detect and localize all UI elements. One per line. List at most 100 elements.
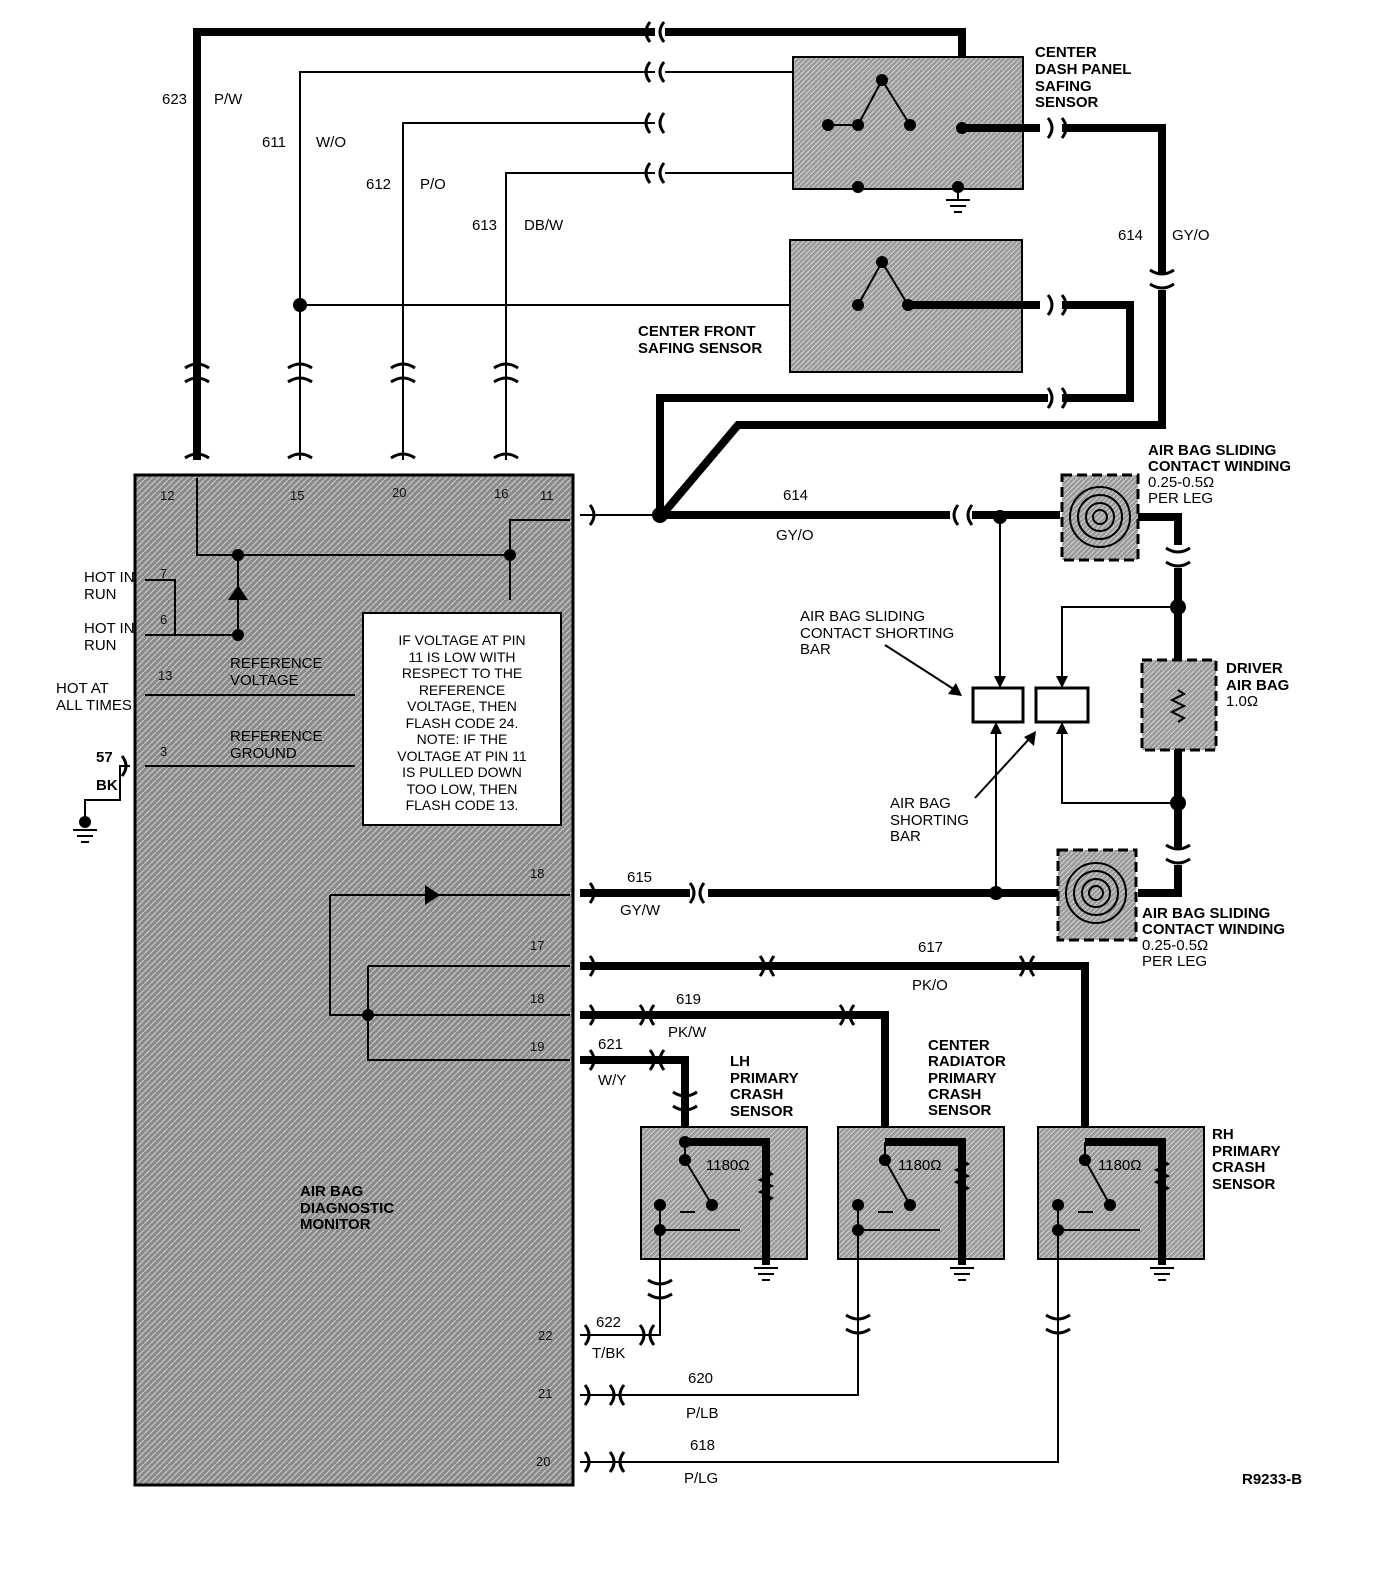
lh-sensor-label-1: LH — [730, 1053, 750, 1070]
pin-17: 17 — [530, 938, 544, 953]
note-line: FLASH CODE 24. — [405, 714, 519, 731]
wire-613-num: 613 — [472, 217, 497, 234]
monitor-label-3: MONITOR — [300, 1216, 371, 1233]
shorting-bar-arrows — [948, 676, 1068, 746]
rh-sensor-label-1: RH — [1212, 1126, 1234, 1143]
winding-top-label-2: CONTACT WINDING — [1148, 458, 1291, 475]
wire-614b-color: GY/O — [776, 527, 814, 544]
wire-cf-loop — [1062, 301, 1134, 402]
note-line: RESPECT TO THE — [401, 665, 523, 681]
wire-619 — [580, 1011, 889, 1135]
note-line: FLASH CODE 13. — [405, 797, 519, 813]
center-front-label-2: SAFING SENSOR — [638, 340, 762, 357]
connector-621 — [588, 1049, 698, 1112]
rh-sensor-label-2: PRIMARY — [1212, 1143, 1281, 1160]
driver-airbag-box — [1140, 658, 1218, 752]
pin-20: 20 — [392, 485, 406, 500]
hot-run-1-line1: HOT IN — [84, 569, 135, 586]
rh-crash-sensor — [1037, 1126, 1205, 1281]
wire-612-num: 612 — [366, 176, 391, 193]
pin-21: 21 — [538, 1386, 552, 1401]
wire-621-color: W/Y — [598, 1072, 626, 1089]
driver-airbag-resistor — [1169, 689, 1187, 723]
center-dash-label-1: CENTER — [1035, 44, 1097, 61]
connector-57 — [120, 755, 128, 777]
note-line: IS PULLED DOWN — [402, 764, 522, 780]
shorting-bar-wires — [884, 517, 1178, 893]
pin-13: 13 — [158, 668, 172, 683]
wire-617 — [580, 962, 1089, 1135]
pin-6: 6 — [160, 612, 167, 627]
wire-winding-top-out — [1138, 513, 1182, 545]
connector-617 — [588, 955, 1036, 977]
rh-resistor-value: 1180Ω — [1098, 1157, 1141, 1174]
pin11-connector — [588, 504, 596, 526]
center-rad-label-4: CRASH — [928, 1086, 981, 1103]
wire-619-color: PK/W — [668, 1024, 707, 1041]
connector-614-winding — [952, 504, 974, 526]
winding-top-label-3: 0.25-0.5Ω — [1148, 474, 1214, 491]
hot-all-line1: HOT AT — [56, 680, 109, 697]
center-rad-label-2: RADIATOR — [928, 1053, 1006, 1070]
center-dash-sensor-nodes — [822, 74, 968, 193]
connector-614-mid — [1149, 268, 1175, 290]
wire-623-num: 623 — [162, 91, 187, 108]
hot-run-2-line1: HOT IN — [84, 620, 135, 637]
splice-611 — [293, 298, 307, 312]
wire-622-num: 622 — [596, 1314, 621, 1331]
flash-code-note: IF VOLTAGE AT PIN 11 IS LOW WITH RESPECT… — [362, 612, 562, 826]
center-dash-label-2: DASH PANEL — [1035, 61, 1131, 78]
ref-voltage-line1: REFERENCE — [230, 655, 323, 672]
note-line: NOTE: IF THE — [416, 731, 508, 747]
wire-617-color: PK/O — [912, 977, 948, 994]
pin-22: 22 — [538, 1328, 552, 1343]
wire-615-color: GY/W — [620, 902, 661, 919]
winding-bottom-box — [1056, 848, 1138, 942]
center-rad-label-1: CENTER — [928, 1037, 990, 1054]
side-feed-arrows — [145, 579, 170, 696]
lh-crash-sensor — [640, 1126, 808, 1281]
pin-18b: 18 — [530, 991, 544, 1006]
figure-id: R9233-B — [1242, 1471, 1302, 1488]
ground-icon — [73, 829, 97, 843]
ref-ground-line2: GROUND — [230, 745, 297, 762]
winding-top-label-1: AIR BAG SLIDING — [1148, 442, 1276, 459]
note-line: 11 IS LOW WITH — [408, 648, 516, 665]
hot-run-2-line2: RUN — [84, 637, 117, 654]
shorting-bar-label-1: AIR BAG — [890, 795, 951, 812]
wire-57-color: BK — [96, 777, 118, 794]
monitor-internal-circuit — [145, 478, 570, 1061]
driver-airbag-label-2: AIR BAG — [1226, 677, 1289, 694]
center-rad-label-5: SENSOR — [928, 1102, 992, 1119]
shorting-bar-label-3: BAR — [890, 828, 921, 845]
pin-12: 12 — [160, 488, 174, 503]
wire-57 — [84, 765, 130, 820]
driver-airbag-label-1: DRIVER — [1226, 660, 1283, 677]
wire-620-num: 620 — [688, 1370, 713, 1387]
monitor-label-1: AIR BAG — [300, 1183, 363, 1200]
center-resistor-value: 1180Ω — [898, 1157, 941, 1174]
hot-run-1-line2: RUN — [84, 586, 117, 603]
lower-return-wires — [580, 1265, 1059, 1463]
lh-sensor-label-4: SENSOR — [730, 1103, 794, 1120]
center-rad-label-3: PRIMARY — [928, 1070, 997, 1087]
pin-18a: 18 — [530, 866, 544, 881]
ref-voltage-line2: VOLTAGE — [230, 672, 299, 689]
lh-sensor-label-3: CRASH — [730, 1086, 783, 1103]
contact-shorting-bar — [971, 686, 1025, 724]
hot-all-line2: ALL TIMES — [56, 697, 132, 714]
winding-bottom-label-3: 0.25-0.5Ω — [1142, 937, 1208, 954]
wire-615-num: 615 — [627, 869, 652, 886]
wire-614a-num: 614 — [1118, 227, 1143, 244]
lh-sensor-label-2: PRIMARY — [730, 1070, 799, 1087]
wire-614b-num: 614 — [783, 487, 808, 504]
wire-623-color: P/W — [214, 91, 243, 108]
connector-driver-top — [1165, 546, 1191, 568]
pin-16: 16 — [494, 486, 508, 501]
contact-shorting-label-1: AIR BAG SLIDING — [800, 608, 925, 625]
center-front-label-1: CENTER FRONT — [638, 323, 756, 340]
wire-621-num: 621 — [598, 1036, 623, 1053]
wire-614-return — [658, 290, 1166, 518]
rh-sensor-label-3: CRASH — [1212, 1159, 1265, 1176]
pin-20b: 20 — [536, 1454, 550, 1469]
